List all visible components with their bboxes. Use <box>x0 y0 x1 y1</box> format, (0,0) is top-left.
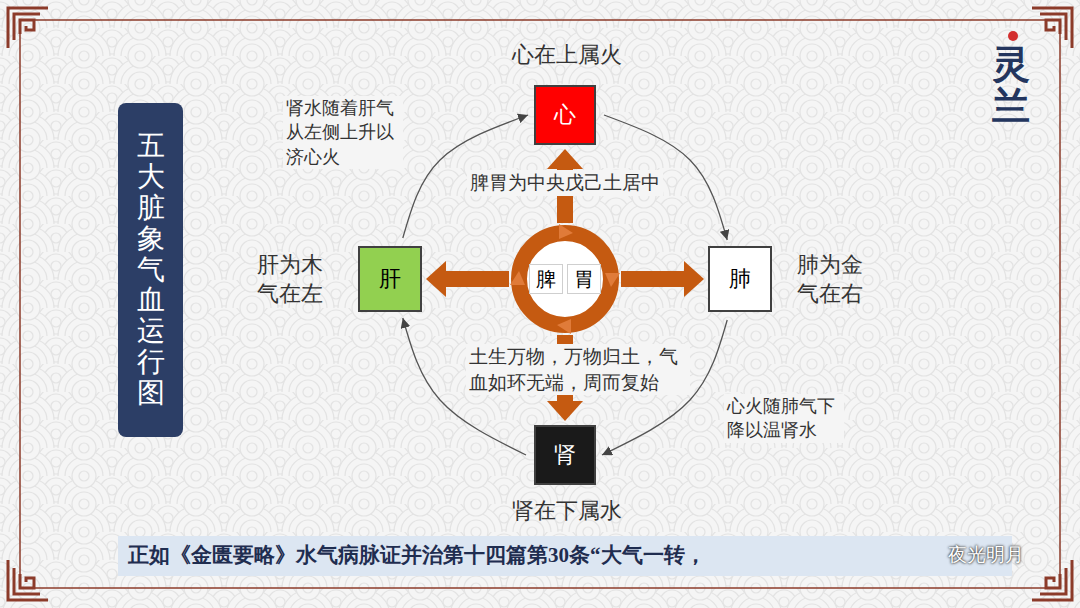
logo-dot <box>1008 31 1018 41</box>
rotation-tip <box>510 271 525 285</box>
rotation-tip <box>559 224 573 239</box>
block-arrow <box>621 271 684 287</box>
edge-label: 脾胃为中央戊己土居中 <box>467 170 663 196</box>
title-box: 五大脏象气血运行图 <box>118 103 183 437</box>
ring-circle <box>519 233 611 325</box>
center-circle: 脾胃 <box>509 223 621 335</box>
organ-name: 肾 <box>554 443 576 467</box>
organ-box: 肾肾在下属水 <box>534 425 596 485</box>
ring <box>509 223 621 335</box>
organ-name: 胃 <box>567 264 601 294</box>
edge-label: 肾水随着肝气从左侧上升以济心火 <box>283 96 403 169</box>
corner-ornaments <box>8 8 1072 600</box>
organ-heading: 心在上属火 <box>502 41 632 70</box>
caption-band: 正如《金匮要略》水气病脉证并治第十四篇第30条“大气一转， <box>118 536 1012 576</box>
organ-box: 肝肝为木 气在左 <box>358 246 422 312</box>
logo: 灵兰 <box>992 44 1030 128</box>
watermark: 夜光明月 <box>948 542 1024 568</box>
edge-label: 心火随肺气下降以温肾水 <box>724 394 844 443</box>
rotation-tip <box>557 319 571 334</box>
rotation-tip <box>605 273 620 287</box>
organ-box: 心心在上属火 <box>534 85 596 145</box>
organ-name: 心 <box>554 103 576 127</box>
organ-box: 肺肺为金 气在右 <box>708 246 772 312</box>
organ-name: 肝 <box>379 267 401 291</box>
organ-name: 肺 <box>729 267 751 291</box>
organ-heading: 肝为木 气在左 <box>254 251 326 308</box>
caption-text: 正如《金匮要略》水气病脉证并治第十四篇第30条“大气一转， <box>128 544 706 567</box>
organ-name: 脾 <box>529 264 563 294</box>
frame <box>20 20 1060 588</box>
block-arrow <box>446 271 509 287</box>
title-text: 五大脏象气血运行图 <box>137 131 165 408</box>
organ-heading: 肾在下属水 <box>502 497 632 526</box>
organ-heading: 肺为金 气在右 <box>794 251 866 308</box>
edge-label: 土生万物，万物归土，气血如环无端，周而复始 <box>466 344 690 395</box>
